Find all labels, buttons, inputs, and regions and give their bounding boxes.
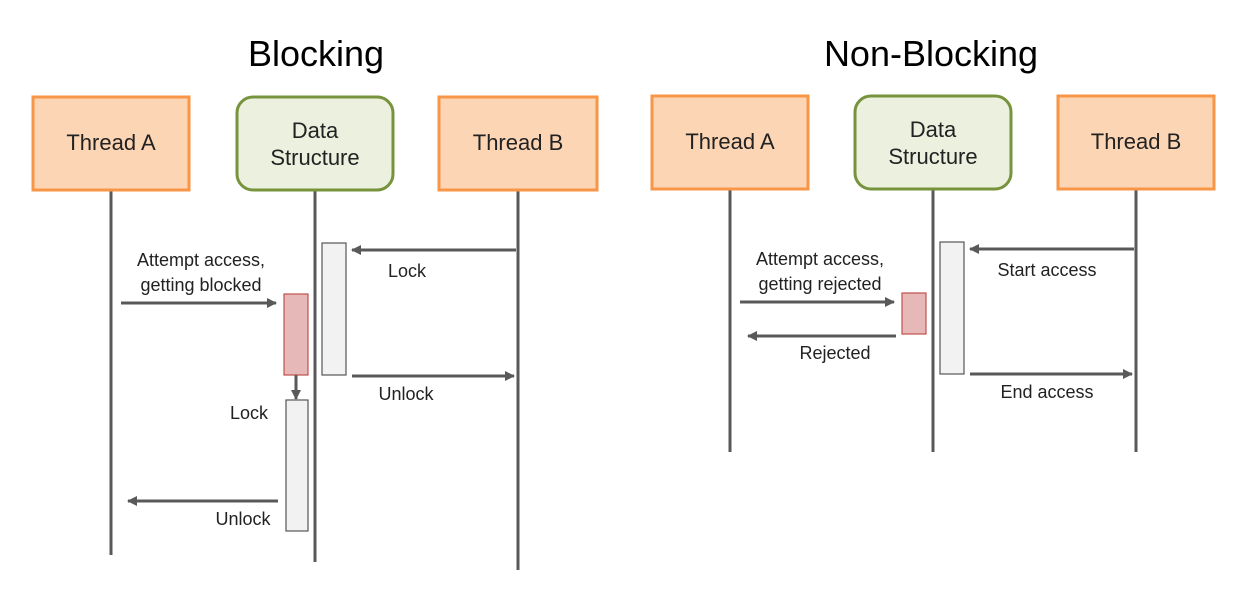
nb-attempt-label-line2: getting rejected	[758, 274, 881, 294]
blocked-wait-bar	[283, 293, 309, 376]
nb-data-structure-activation-bar	[939, 241, 965, 375]
nb-data-structure-box: Data Structure	[853, 94, 1013, 191]
lock-label-a: Lock	[230, 403, 269, 423]
rejected-label: Rejected	[799, 343, 870, 363]
data-structure-box: Data Structure	[235, 95, 395, 192]
nb-attempt-label-line1: Attempt access,	[756, 249, 884, 269]
start-access-label: Start access	[997, 260, 1096, 280]
nb-thread-b-box: Thread B	[1056, 94, 1216, 191]
unlock-label-b: Unlock	[378, 384, 434, 404]
data-structure-activation-bar	[321, 242, 347, 376]
nonblocking-title: Non-Blocking	[824, 33, 1038, 74]
attempt-label-line1: Attempt access,	[137, 250, 265, 270]
nonblocking-diagram: Non-Blocking Thread A Data Structure Thr…	[650, 33, 1216, 452]
nb-thread-a-box: Thread A	[650, 94, 810, 191]
thread-a-box: Thread A	[31, 95, 191, 192]
thread-b-label: Thread B	[473, 130, 564, 155]
rejected-bar	[901, 292, 927, 335]
thread-a-activation-bar	[285, 399, 309, 532]
attempt-label-line2: getting blocked	[140, 275, 261, 295]
nb-data-structure-label-line2: Structure	[888, 144, 977, 169]
data-structure-label-line1: Data	[292, 118, 339, 143]
unlock-label-a: Unlock	[215, 509, 271, 529]
end-access-label: End access	[1000, 382, 1093, 402]
blocking-diagram: Blocking Thread A Data Structure Thread …	[31, 33, 599, 570]
nb-thread-a-label: Thread A	[685, 129, 775, 154]
blocking-title: Blocking	[248, 33, 384, 74]
thread-a-label: Thread A	[66, 130, 156, 155]
nb-thread-b-label: Thread B	[1091, 129, 1182, 154]
data-structure-label-line2: Structure	[270, 145, 359, 170]
thread-b-box: Thread B	[437, 95, 599, 192]
nb-data-structure-label-line1: Data	[910, 117, 957, 142]
lock-label-b: Lock	[388, 261, 427, 281]
